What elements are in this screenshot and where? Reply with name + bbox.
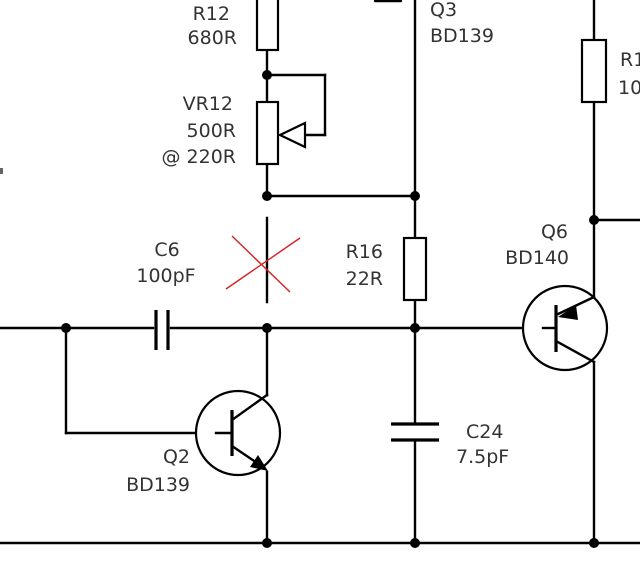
capacitor-c24	[391, 422, 439, 442]
cropped-left-mark	[0, 168, 3, 174]
c6-ref: C6	[154, 239, 179, 261]
q6-ref: Q6	[541, 221, 568, 243]
transistor-q6	[521, 284, 609, 372]
q3-value: BD139	[430, 25, 494, 47]
capacitor-c6	[154, 310, 170, 350]
vr12-note: @ 220R	[161, 146, 236, 168]
q3-ref: Q3	[430, 0, 457, 21]
r12-value: 680R	[188, 27, 237, 49]
r16-ref: R16	[346, 241, 383, 263]
wires	[0, 0, 640, 545]
resistor-r-right	[580, 38, 608, 104]
cut-mark-x	[225, 235, 301, 293]
transistor-q2	[194, 389, 282, 477]
resistor-vr12	[255, 100, 280, 166]
vr12-wiper-arrow	[277, 121, 327, 149]
q2-value: BD139	[126, 474, 190, 496]
c6-value: 100pF	[136, 265, 195, 287]
r12-ref: R12	[193, 3, 230, 25]
q6-value: BD140	[505, 247, 569, 269]
resistor-r16	[402, 236, 428, 302]
vr12-value: 500R	[187, 120, 236, 142]
c24-value: 7.5pF	[456, 446, 509, 468]
r-right-ref: R1	[620, 49, 640, 71]
q2-ref: Q2	[163, 446, 190, 468]
c24-ref: C24	[466, 421, 503, 443]
r-right-value: 10	[618, 77, 640, 99]
labels: R12 680R Q3 BD139 R1 10 VR12 500R @ 220R…	[126, 0, 640, 496]
vr12-ref: VR12	[183, 93, 233, 115]
q3-stub	[374, 0, 402, 2]
resistor-r12	[255, 0, 280, 52]
junctions	[61, 70, 599, 548]
r16-value: 22R	[346, 268, 383, 290]
